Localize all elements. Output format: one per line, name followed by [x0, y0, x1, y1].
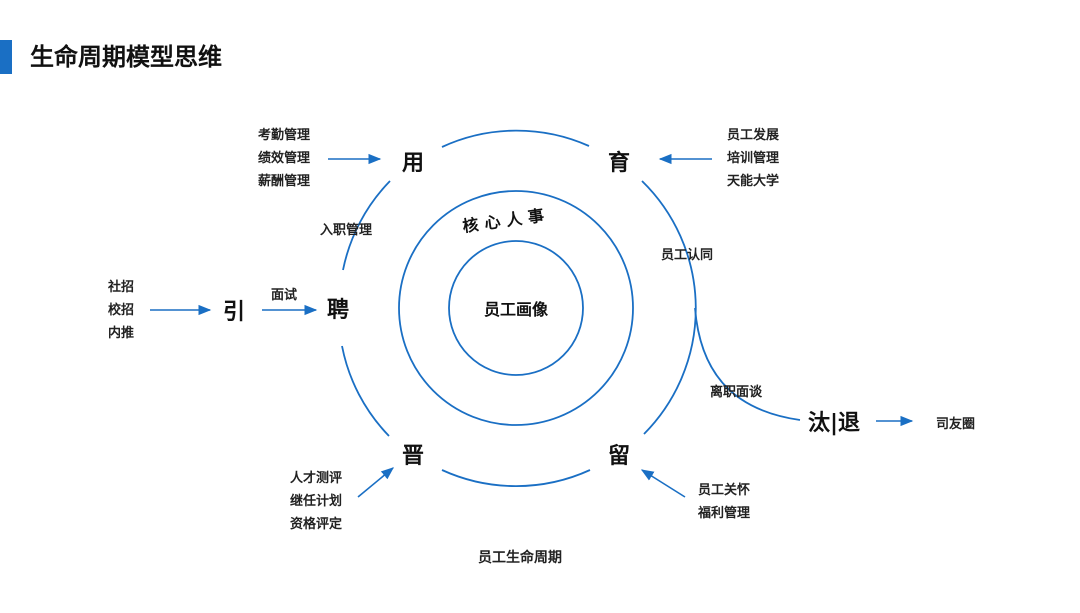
arc-yu-liu: [641, 180, 697, 435]
list-item: 内推: [108, 326, 135, 341]
list-item: 社招: [108, 280, 135, 295]
list-item: 校招: [108, 303, 135, 318]
stage-jin: 晋: [401, 444, 425, 469]
stage-pin: 聘: [326, 298, 350, 323]
transition-onboarding: 入职管理: [320, 223, 373, 238]
branch-to-tui: [694, 307, 801, 421]
transition-alumni: 司友圈: [936, 417, 976, 432]
inputs-liu: 员工关怀 福利管理: [698, 479, 750, 525]
page-title: 生命周期模型思维: [30, 43, 222, 71]
inputs-yin: 社招 校招 内推: [108, 276, 134, 345]
list-item: 人才测评: [290, 471, 343, 486]
middle-circle: [398, 190, 634, 426]
stage-yong: 用: [401, 151, 425, 176]
arrow-jin-inputs: [357, 467, 394, 498]
stage-liu: 留: [607, 444, 631, 469]
transition-identity: 员工认同: [661, 248, 714, 263]
list-item: 考勤管理: [258, 128, 311, 143]
stage-yin: 引: [222, 300, 246, 325]
center-label: 员工画像: [483, 300, 549, 319]
list-item: 培训管理: [727, 151, 780, 166]
list-item: 继任计划: [290, 494, 343, 509]
list-item: 天能大学: [727, 174, 780, 189]
transition-interview: 面试: [271, 288, 298, 303]
arc-yong-yu: [441, 129, 590, 148]
inputs-yong: 考勤管理 绩效管理 薪酬管理: [258, 124, 310, 193]
list-item: 资格评定: [290, 517, 343, 532]
stage-tui: 汰|退: [807, 411, 861, 436]
list-item: 薪酬管理: [258, 174, 311, 189]
arc-pin-jin: [341, 345, 390, 437]
arrow-liu-inputs: [640, 469, 686, 498]
list-item: 福利管理: [698, 506, 751, 521]
transition-exit-interview: 离职面谈: [710, 385, 763, 400]
inputs-jin: 人才测评 继任计划 资格评定: [290, 467, 342, 536]
list-item: 员工关怀: [698, 483, 751, 498]
list-item: 绩效管理: [258, 151, 311, 166]
diagram-caption: 员工生命周期: [478, 550, 562, 566]
inner-circle: [448, 240, 584, 376]
list-item: 员工发展: [727, 128, 780, 143]
arc-jin-liu: [441, 469, 591, 488]
title-accent-bar: [0, 40, 12, 74]
inputs-yu: 员工发展 培训管理 天能大学: [727, 124, 779, 193]
stage-yu: 育: [607, 151, 631, 176]
arc-pin-yong: [342, 180, 391, 271]
